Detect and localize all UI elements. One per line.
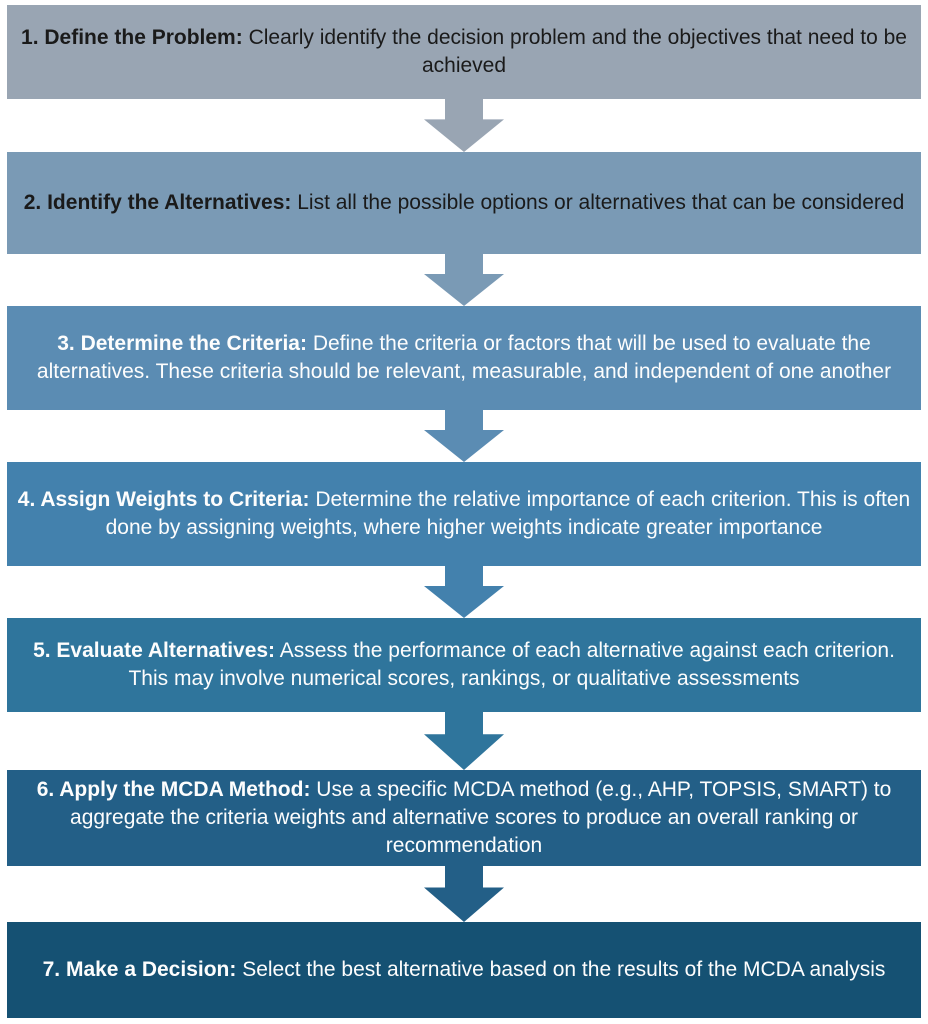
step-2-heading: 2. Identify the Alternatives:	[23, 191, 292, 215]
arrow-4	[7, 566, 921, 618]
step-2-body: List all the possible options or alterna…	[297, 191, 905, 215]
step-1-body: Clearly identify the decision problem an…	[248, 26, 907, 77]
step-1-band: 1. Define the Problem: Clearly identify …	[7, 5, 921, 99]
step-4-band: 4. Assign Weights to Criteria: Determine…	[7, 462, 921, 566]
step-2-text: 2. Identify the Alternatives: List all t…	[24, 189, 905, 217]
step-7-band: 7. Make a Decision: Select the best alte…	[7, 922, 921, 1018]
step-6-text: 6. Apply the MCDA Method: Use a specific…	[17, 776, 911, 860]
step-5-body: Assess the performance of each alternati…	[128, 639, 895, 690]
down-arrow-icon	[424, 712, 504, 770]
step-4-text: 4. Assign Weights to Criteria: Determine…	[17, 486, 911, 542]
step-2-band: 2. Identify the Alternatives: List all t…	[7, 152, 921, 254]
step-4-heading: 4. Assign Weights to Criteria:	[17, 488, 310, 512]
step-1-text: 1. Define the Problem: Clearly identify …	[17, 24, 911, 80]
step-4-body: Determine the relative importance of eac…	[105, 488, 911, 539]
arrow-3	[7, 410, 921, 462]
step-6-heading: 6. Apply the MCDA Method:	[36, 778, 311, 802]
step-1-heading: 1. Define the Problem:	[21, 26, 243, 50]
step-6-body: Use a specific MCDA method (e.g., AHP, T…	[70, 778, 892, 857]
step-6-band: 6. Apply the MCDA Method: Use a specific…	[7, 770, 921, 866]
step-3-band: 3. Determine the Criteria: Define the cr…	[7, 306, 921, 410]
step-5-text: 5. Evaluate Alternatives: Assess the per…	[17, 637, 911, 693]
arrow-6	[7, 866, 921, 922]
step-3-text: 3. Determine the Criteria: Define the cr…	[17, 330, 911, 386]
down-arrow-icon	[424, 866, 504, 922]
step-7-text: 7. Make a Decision: Select the best alte…	[43, 956, 886, 984]
step-5-heading: 5. Evaluate Alternatives:	[33, 639, 276, 663]
step-3-heading: 3. Determine the Criteria:	[57, 332, 307, 356]
step-7-body: Select the best alternative based on the…	[242, 958, 886, 982]
step-7-heading: 7. Make a Decision:	[42, 958, 237, 982]
step-5-band: 5. Evaluate Alternatives: Assess the per…	[7, 618, 921, 712]
down-arrow-icon	[424, 99, 504, 152]
down-arrow-icon	[424, 566, 504, 618]
arrow-5	[7, 712, 921, 770]
arrow-2	[7, 254, 921, 306]
down-arrow-icon	[424, 410, 504, 462]
down-arrow-icon	[424, 254, 504, 306]
arrow-1	[7, 99, 921, 152]
step-3-body: Define the criteria or factors that will…	[36, 332, 892, 383]
